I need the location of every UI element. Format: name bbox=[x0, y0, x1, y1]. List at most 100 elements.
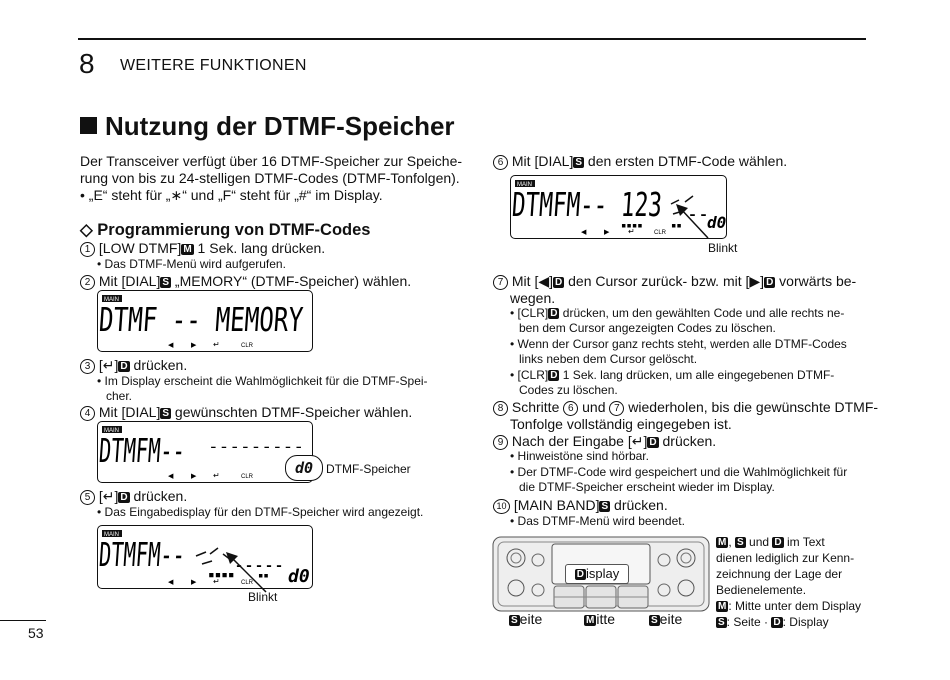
lcd-display-memory-select: MAIN DTMFM-- --------- ◀ ▶ ↵ CLR bbox=[97, 421, 313, 483]
step-5: 5 [↵]D drücken. bbox=[80, 488, 187, 505]
step-10-note: Das DTMF-Menü wird beendet. bbox=[510, 514, 685, 529]
step-7-note-3-cont: Codes zu löschen. bbox=[519, 383, 618, 397]
lcd-main-text: DTMF -- MEMORY bbox=[98, 300, 304, 339]
dtmf-speicher-label: DTMF-Speicher bbox=[326, 462, 411, 476]
section-title-text: Nutzung der DTMF-Speicher bbox=[105, 111, 455, 141]
level-bars: ▪▪▪▪ bbox=[208, 568, 235, 581]
blink-arrow-icon bbox=[226, 552, 267, 593]
svg-text:◀: ◀ bbox=[581, 229, 587, 236]
step-7-cont: wegen. bbox=[510, 290, 556, 306]
key-marker: M bbox=[181, 244, 194, 255]
knob-icon bbox=[507, 579, 525, 597]
step-6: 6 Mit [DIAL]S den ersten DTMF-Code wähle… bbox=[493, 153, 787, 170]
step-9-note-2-cont: die DTMF-Speicher erscheint wieder im Di… bbox=[519, 480, 775, 494]
blink-label: Blinkt bbox=[248, 590, 278, 604]
step-3-note: Im Display erscheint die Wahlmöglichkeit… bbox=[97, 374, 428, 389]
chapter-title: WEITERE FUNKTIONEN bbox=[120, 57, 307, 74]
page-number: 53 bbox=[28, 625, 44, 641]
svg-text:▶: ▶ bbox=[604, 229, 610, 236]
legend-line-2: dienen lediglich zur Kenn- bbox=[716, 551, 855, 565]
step-8-cont: Tonfolge vollständig eingegeben ist. bbox=[510, 416, 732, 432]
legend-line-3: zeichnung der Lage der bbox=[716, 567, 843, 581]
lcd-graphic: MAIN DTMF -- MEMORY ◀ ▶ ↵ CLR bbox=[98, 295, 304, 349]
legend-line-6: S: Seite · D: Display bbox=[716, 615, 829, 629]
channel-indicator: d0 bbox=[285, 455, 323, 481]
chapter-number: 8 bbox=[79, 48, 95, 79]
step-7-note-2: Wenn der Cursor ganz rechts steht, werde… bbox=[510, 337, 847, 352]
lcd-graphic: MAIN DTMFM-- ▪▪▪▪ ----- ▪▪ d0 ◀ ▶ ↵ CLR bbox=[98, 530, 310, 587]
svg-text:◀: ◀ bbox=[168, 473, 174, 480]
intro-line-2: rung von bis zu 24-stelligen DTMF-Codes … bbox=[80, 170, 460, 186]
intro-line-1: Der Transceiver verfügt über 16 DTMF-Spe… bbox=[80, 153, 463, 169]
lcd-graphic: MAIN DTMFM-- --------- ◀ ▶ ↵ CLR bbox=[98, 426, 304, 480]
diamond-icon: ◇ bbox=[80, 221, 98, 239]
svg-text:MAIN: MAIN bbox=[104, 428, 119, 434]
knob-icon bbox=[677, 579, 695, 597]
svg-text:▪▪▪▪: ▪▪▪▪ bbox=[621, 221, 643, 231]
blink-label: Blinkt bbox=[708, 241, 738, 255]
legend-line-4: Bedienelemente. bbox=[716, 583, 807, 597]
svg-text:▶: ▶ bbox=[191, 473, 197, 480]
step-3-note-cont: cher. bbox=[106, 389, 133, 403]
svg-text:CLR: CLR bbox=[241, 474, 254, 480]
step-4: 4 Mit [DIAL]S gewünschten DTMF-Speicher … bbox=[80, 404, 412, 421]
step-10: 10 [MAIN BAND]S drücken. bbox=[493, 497, 668, 514]
step-3: 3 [↵]D drücken. bbox=[80, 357, 187, 374]
svg-text:▶: ▶ bbox=[191, 579, 197, 586]
legend-text: M, S und D im Text dienen lediglich zur … bbox=[716, 534, 861, 630]
step-1-note: Das DTMF-Menü wird aufgerufen. bbox=[97, 257, 286, 272]
svg-text:CLR: CLR bbox=[654, 230, 667, 236]
svg-text:↵: ↵ bbox=[628, 227, 635, 236]
step-9: 9 Nach der Eingabe [↵]D drücken. bbox=[493, 433, 716, 450]
step-7-note-3: [CLR]D 1 Sek. lang drücken, um alle eing… bbox=[510, 368, 835, 383]
svg-text:↵: ↵ bbox=[213, 577, 220, 586]
lcd-display-code: MAIN DTMFM-- 123 ▪▪▪▪ ▪▪ -- d0 ◀ ▶ ↵ CLR bbox=[510, 175, 727, 239]
header-rule bbox=[78, 38, 866, 40]
lcd-dashes: ----- bbox=[234, 553, 284, 578]
lcd-main-text: DTMFM-- bbox=[98, 535, 186, 574]
svg-text:MAIN: MAIN bbox=[104, 532, 119, 538]
svg-text:MAIN: MAIN bbox=[517, 182, 532, 188]
channel-indicator: d0 bbox=[707, 213, 726, 232]
page-rule bbox=[0, 620, 46, 621]
enter-icon: ↵ bbox=[213, 340, 220, 349]
lcd-main-text: DTMFM-- 123 bbox=[511, 185, 663, 224]
svg-text:▪▪: ▪▪ bbox=[671, 221, 682, 231]
channel-indicator: d0 bbox=[288, 566, 310, 587]
step-9-note-1: Hinweistöne sind hörbar. bbox=[510, 449, 649, 464]
legend-line-5: M: Mitte unter dem Display bbox=[716, 599, 862, 613]
knob-icon bbox=[676, 548, 696, 568]
step-1: 1 [LOW DTMF]M 1 Sek. lang drücken. bbox=[80, 240, 325, 257]
square-bullet-icon bbox=[80, 117, 97, 134]
step-7-note-1-cont: ben dem Cursor angezeigten Codes zu lösc… bbox=[519, 321, 776, 335]
lcd-main-text: DTMFM-- bbox=[98, 431, 186, 470]
legend-line-1: M, S und D im Text bbox=[716, 535, 825, 549]
left-arrow-icon: ◀ bbox=[168, 342, 174, 349]
svg-text:▪▪: ▪▪ bbox=[258, 571, 269, 581]
mode-badge: MAIN bbox=[104, 297, 119, 303]
lcd-display-memory: MAIN DTMF -- MEMORY ◀ ▶ ↵ CLR bbox=[97, 290, 313, 352]
step-8: 8 Schritte 6 und 7 wiederholen, bis die … bbox=[493, 399, 878, 416]
step-5-note: Das Eingabedisplay für den DTMF-Speicher… bbox=[97, 505, 424, 520]
clr-label: CLR bbox=[241, 343, 254, 349]
knob-icon bbox=[506, 548, 526, 568]
section-title: Nutzung der DTMF-Speicher bbox=[80, 111, 455, 142]
svg-text:↵: ↵ bbox=[213, 471, 220, 480]
step-7-note-1: [CLR]D drücken, um den gewählten Code un… bbox=[510, 306, 845, 321]
subsection-title: ◇ Programmierung von DTMF-Codes bbox=[80, 221, 371, 239]
step-7: 7 Mit [◀]D den Cursor zurück- bzw. mit [… bbox=[493, 273, 856, 290]
right-arrow-icon: ▶ bbox=[191, 342, 197, 349]
intro-line-3: • „E“ steht für „∗“ und „F“ steht für „#… bbox=[80, 187, 383, 203]
step-number: 1 bbox=[80, 242, 95, 257]
svg-text:◀: ◀ bbox=[168, 579, 174, 586]
lcd-display-input: MAIN DTMFM-- ▪▪▪▪ ----- ▪▪ d0 ◀ ▶ ↵ CLR bbox=[97, 525, 313, 589]
step-2: 2 Mit [DIAL]S „MEMORY“ (DTMF-Speicher) w… bbox=[80, 273, 411, 290]
step-9-note-2: Der DTMF-Code wird gespeichert und die W… bbox=[510, 465, 848, 480]
lcd-dashes: --------- bbox=[208, 437, 304, 456]
lcd-graphic: MAIN DTMFM-- 123 ▪▪▪▪ ▪▪ -- d0 ◀ ▶ ↵ CLR bbox=[511, 180, 726, 236]
blink-arrow-icon bbox=[676, 204, 709, 239]
